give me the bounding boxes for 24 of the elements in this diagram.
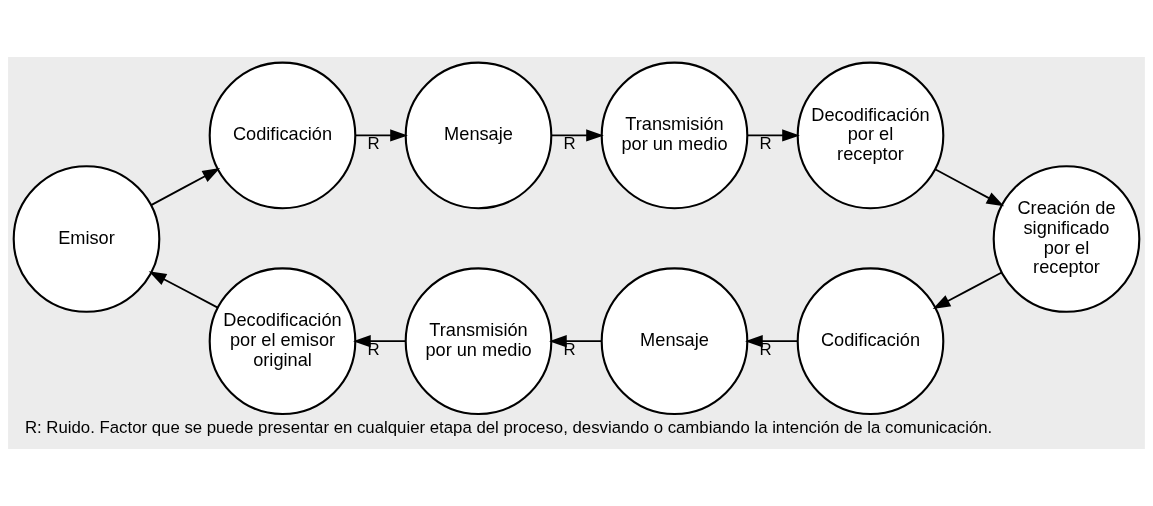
arrow	[150, 168, 221, 206]
arrow	[148, 271, 219, 309]
caption: R: Ruido. Factor que se puede presentar en cualquier etapa del proceso, desviando o cambiando la intención de la comunicación.	[24, 418, 993, 438]
node-circle: Mensaje	[600, 267, 749, 416]
node-circle: Mensaje	[404, 61, 553, 210]
edge-label: R	[759, 133, 772, 153]
arrow	[932, 271, 1003, 310]
arrow	[934, 168, 1005, 207]
arrow	[746, 129, 800, 142]
node-circle: Decodificación por el emisor original	[208, 267, 357, 416]
node-circle: Emisor	[12, 165, 161, 313]
arrow	[354, 129, 408, 142]
arrow	[549, 335, 602, 348]
node-circle: Transmisión por un medio	[404, 267, 553, 416]
edge-label: R	[367, 133, 380, 153]
arrow	[745, 335, 798, 348]
node-circle: Codificación	[796, 267, 945, 416]
arrow	[550, 129, 604, 142]
node-circle: Codificación	[208, 61, 357, 210]
node-circle: Transmisión por un medio	[600, 61, 749, 210]
arrow	[353, 335, 406, 348]
node-circle: Creación de significado por el receptor	[992, 165, 1141, 313]
node-circle: Decodificación por el receptor	[796, 61, 945, 210]
edge-label: R	[563, 133, 576, 153]
